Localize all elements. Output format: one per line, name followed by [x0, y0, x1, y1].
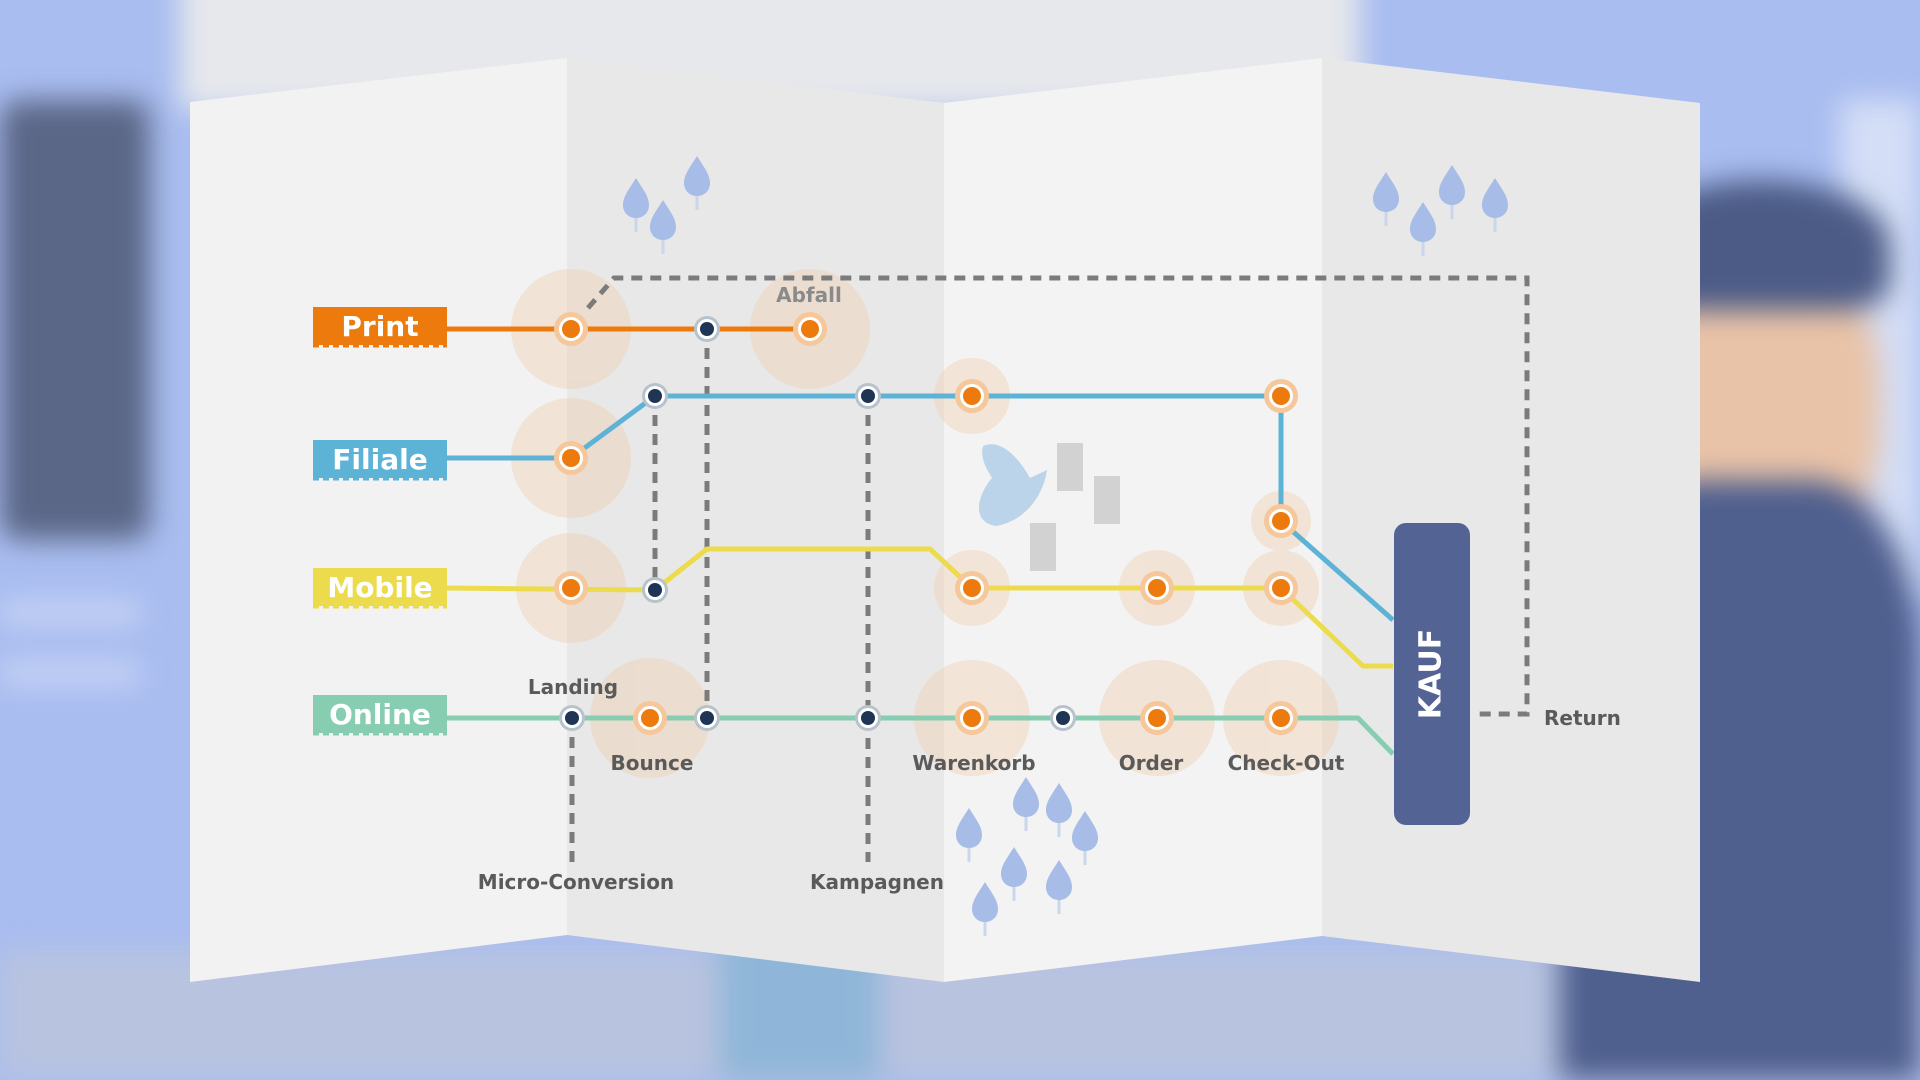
station-major[interactable]	[955, 571, 989, 605]
station-major[interactable]	[554, 571, 588, 605]
kauf-label: KAUF	[1414, 629, 1449, 719]
station-major[interactable]	[1140, 701, 1174, 735]
station-label-kampagnen: Kampagnen	[810, 870, 944, 894]
channel-tag-filiale[interactable]: Filiale	[313, 440, 447, 481]
folded-map	[190, 58, 1700, 982]
station-interchange[interactable]	[559, 705, 585, 731]
tree-icon	[1410, 202, 1436, 256]
tree-icon	[650, 200, 676, 254]
station-major[interactable]	[554, 312, 588, 346]
station-major[interactable]	[793, 312, 827, 346]
tree-icon	[1001, 847, 1027, 901]
tree-icon	[1482, 178, 1508, 232]
channel-tag-mobile[interactable]: Mobile	[313, 568, 447, 609]
station-label-warenkorb: Warenkorb	[912, 751, 1035, 775]
station-label-abfall: Abfall	[776, 283, 842, 307]
background-panel-bar	[0, 660, 140, 686]
tree-icon	[1072, 811, 1098, 865]
station-interchange[interactable]	[642, 383, 668, 409]
building-icon	[1030, 443, 1120, 571]
station-interchange[interactable]	[694, 705, 720, 731]
dashed-connectors	[569, 275, 1530, 862]
channel-tag-mobile-label: Mobile	[327, 571, 432, 604]
tree-icon	[956, 808, 982, 862]
background-panel-bar	[0, 600, 140, 626]
tree-icon	[972, 882, 998, 936]
stations	[554, 312, 1298, 735]
tree-icon	[623, 178, 649, 232]
map-panel-2	[567, 58, 944, 982]
station-label-bounce: Bounce	[611, 751, 694, 775]
station-interchange[interactable]	[855, 383, 881, 409]
station-label-return: Return	[1544, 706, 1621, 730]
station-label-micro-conversion: Micro-Conversion	[478, 870, 674, 894]
station-major[interactable]	[955, 379, 989, 413]
station-interchange[interactable]	[694, 316, 720, 342]
station-label-checkout: Check-Out	[1228, 751, 1345, 775]
station-major[interactable]	[1264, 379, 1298, 413]
channel-tag-print-label: Print	[341, 310, 418, 343]
tree-icon	[684, 156, 710, 210]
station-interchange[interactable]	[642, 577, 668, 603]
tree-group	[623, 156, 1508, 936]
return-loop-line	[586, 275, 1530, 717]
station-labels: Abfall Landing Bounce Warenkorb Order Ch…	[478, 283, 1621, 894]
tree-icon	[1439, 165, 1465, 219]
channel-tag-online[interactable]: Online	[313, 695, 447, 736]
background-dark-panel	[0, 100, 150, 540]
tree-icon	[1046, 860, 1072, 914]
tree-icon	[1013, 777, 1039, 831]
tree-icon	[1373, 172, 1399, 226]
station-major[interactable]	[1264, 571, 1298, 605]
station-label-landing: Landing	[528, 675, 618, 699]
channel-tag-print[interactable]: Print	[313, 307, 447, 348]
kauf-goal-block[interactable]: KAUF	[1394, 523, 1470, 825]
online-line	[445, 715, 1395, 756]
station-major[interactable]	[633, 701, 667, 735]
station-interchange[interactable]	[855, 705, 881, 731]
station-major[interactable]	[1264, 504, 1298, 538]
map-panel-1	[190, 58, 567, 982]
channel-tag-online-label: Online	[329, 698, 431, 731]
tree-icon	[1046, 783, 1072, 837]
channel-tag-filiale-label: Filiale	[332, 443, 427, 476]
lake-icon	[978, 444, 1047, 526]
station-label-order: Order	[1119, 751, 1184, 775]
station-major[interactable]	[1140, 571, 1174, 605]
station-major[interactable]	[1264, 701, 1298, 735]
station-major[interactable]	[554, 441, 588, 475]
station-major[interactable]	[955, 701, 989, 735]
station-interchange[interactable]	[1050, 705, 1076, 731]
map-panel-3	[944, 58, 1322, 982]
